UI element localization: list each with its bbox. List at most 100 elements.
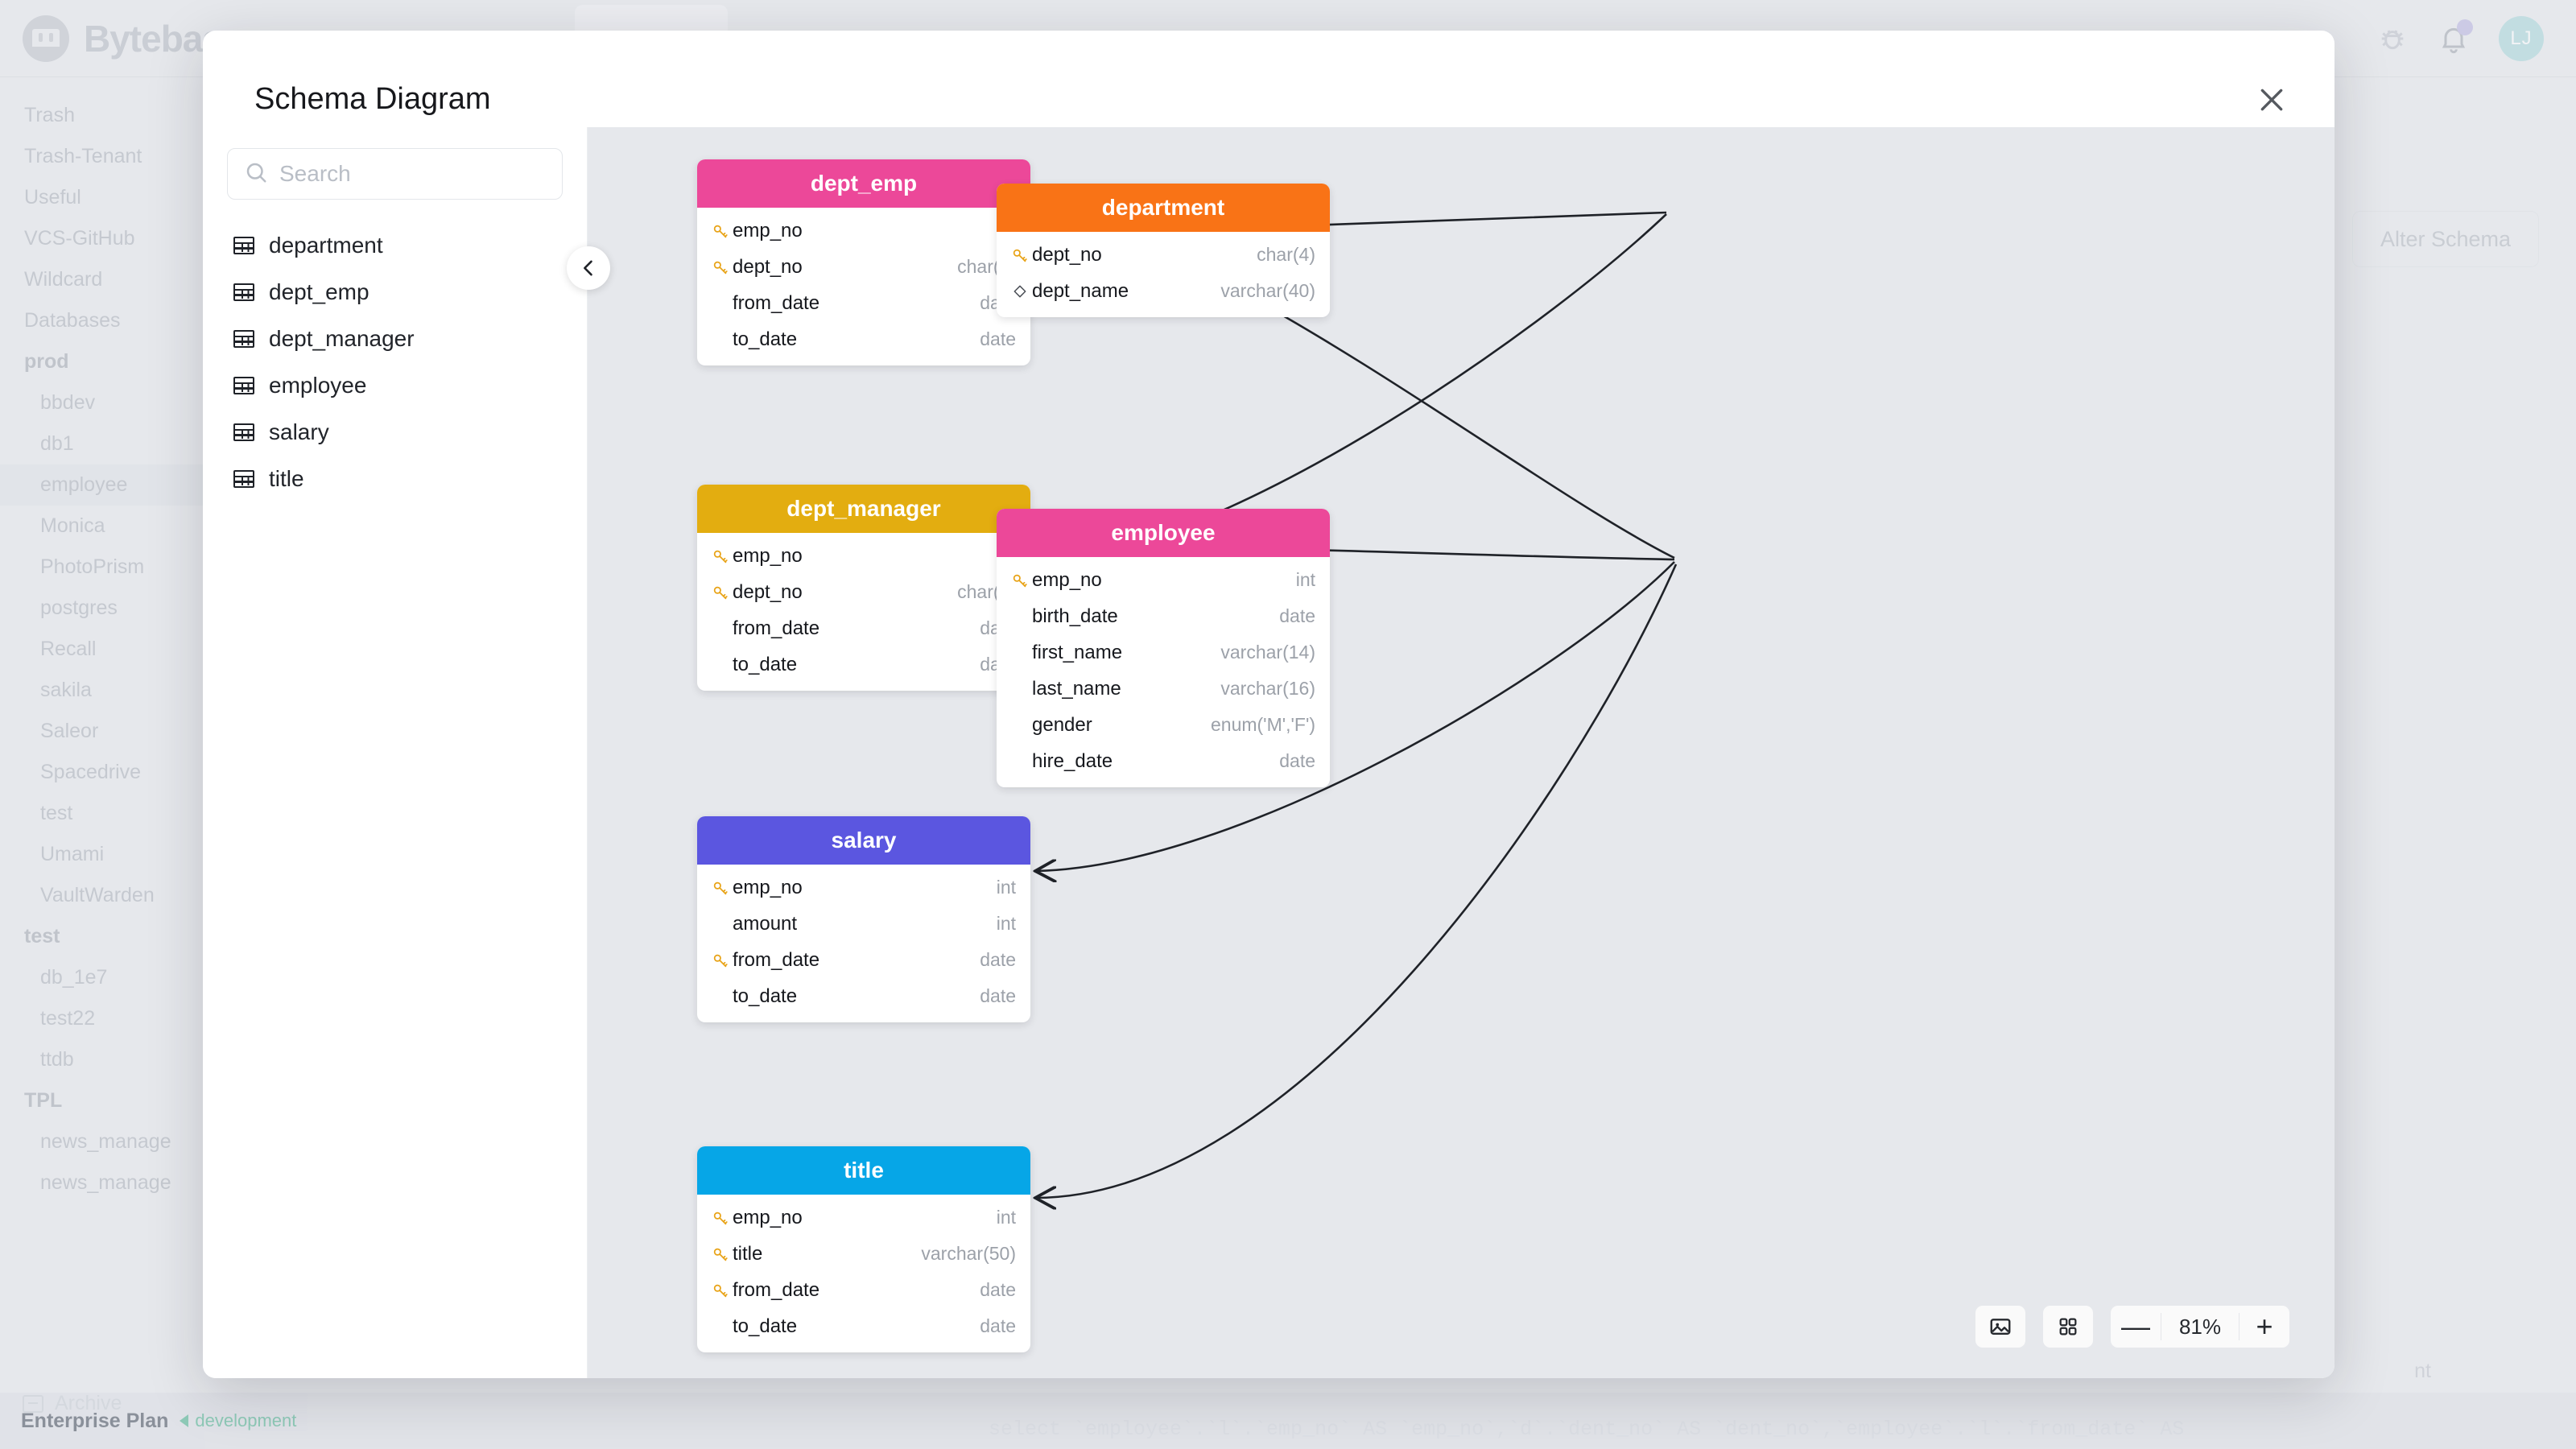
- mode-label: development: [195, 1410, 297, 1430]
- search-input[interactable]: [279, 161, 546, 187]
- plan-label: Enterprise Plan: [21, 1409, 169, 1432]
- sidebar-item-test22[interactable]: test22: [40, 1007, 96, 1030]
- table-list-item-employee[interactable]: employee: [227, 362, 563, 409]
- sidebar-item-photoprism[interactable]: PhotoPrism: [40, 555, 145, 578]
- bell-icon[interactable]: [2438, 19, 2473, 55]
- bug-icon[interactable]: [2376, 23, 2409, 55]
- table-list-item-department[interactable]: department: [227, 222, 563, 269]
- sidebar-item-test[interactable]: test: [24, 925, 60, 947]
- sidebar-item-test[interactable]: test: [40, 802, 73, 824]
- sidebar-item-employee[interactable]: employee: [0, 464, 208, 506]
- sidebar-item-spacedrive[interactable]: Spacedrive: [40, 761, 142, 783]
- table-list-item-label: title: [269, 466, 304, 491]
- column-type: date: [1279, 750, 1315, 771]
- table-list-item-label: department: [269, 233, 383, 258]
- key-icon: [708, 1245, 733, 1263]
- collapse-sidebar-button[interactable]: [567, 246, 610, 290]
- sidebar-item-umami[interactable]: Umami: [40, 843, 105, 865]
- table-node-dept_emp[interactable]: dept_empemp_nointdept_nochar(4)from_date…: [697, 159, 1030, 365]
- column-name: emp_no: [1032, 568, 1102, 591]
- sidebar-item-useful[interactable]: Useful: [24, 186, 81, 208]
- table-node-title: title: [697, 1146, 1030, 1195]
- sidebar-item-sakila[interactable]: sakila: [40, 679, 92, 701]
- table-list-item-dept_manager[interactable]: dept_manager: [227, 316, 563, 362]
- table-list-item-title[interactable]: title: [227, 456, 563, 502]
- zoom-level: 81%: [2178, 1314, 2222, 1339]
- key-icon: [708, 258, 733, 276]
- sidebar-item-ttdb[interactable]: ttdb: [40, 1048, 74, 1071]
- sidebar-item-tpl[interactable]: TPL: [24, 1089, 63, 1112]
- sidebar-item-recall[interactable]: Recall: [40, 638, 97, 660]
- avatar[interactable]: LJ: [2499, 15, 2544, 61]
- column-row[interactable]: from_date date: [697, 1272, 1030, 1308]
- zoom-control: — 81% +: [2111, 1306, 2289, 1348]
- sidebar-item-vcs-github[interactable]: VCS-GitHub: [24, 227, 135, 250]
- sidebar-item-saleor[interactable]: Saleor: [40, 720, 99, 742]
- sidebar-item-bbdev[interactable]: bbdev: [40, 391, 96, 414]
- zoom-out-button[interactable]: —: [2121, 1310, 2150, 1343]
- column-type: varchar(40): [1220, 280, 1315, 301]
- sidebar-item-db1[interactable]: db1: [40, 432, 74, 455]
- alter-schema-button[interactable]: Alter Schema: [2352, 211, 2539, 267]
- table-icon: [233, 470, 254, 488]
- status-bar: Enterprise Plan development: [0, 1393, 2576, 1449]
- column-type: date: [980, 1279, 1016, 1300]
- sidebar-item-db-1e7[interactable]: db_1e7: [40, 966, 108, 989]
- sidebar-item-news-manage[interactable]: news_manage: [40, 1130, 171, 1153]
- sidebar-item-databases[interactable]: Databases: [24, 309, 121, 332]
- diagram-canvas[interactable]: dept_empemp_nointdept_nochar(4)from_date…: [588, 127, 2334, 1378]
- sidebar-item-news-manage[interactable]: news_manage: [40, 1171, 171, 1194]
- zoom-in-button[interactable]: +: [2256, 1310, 2273, 1343]
- sidebar-item-prod[interactable]: prod: [24, 350, 69, 373]
- column-name: from_date: [733, 1278, 820, 1301]
- sidebar-item-trash-tenant[interactable]: Trash-Tenant: [24, 145, 142, 167]
- grid-icon[interactable]: [2043, 1306, 2093, 1348]
- sidebar-item-trash[interactable]: Trash: [24, 104, 75, 126]
- background-comment-text: nt: [2414, 1360, 2431, 1382]
- column-name: title: [733, 1242, 763, 1265]
- image-icon[interactable]: [1975, 1306, 2025, 1348]
- page-title: Schema Diagram: [254, 82, 491, 116]
- sidebar-item-postgres[interactable]: postgres: [40, 597, 118, 619]
- sidebar-item-wildcard[interactable]: Wildcard: [24, 268, 103, 291]
- column-type: enum('M','F'): [1210, 714, 1315, 735]
- column-type: varchar(50): [921, 1243, 1016, 1264]
- column-row[interactable]: title varchar(50): [697, 1236, 1030, 1272]
- table-node-dept_manager[interactable]: dept_manageremp_nointdept_nochar(4)from_…: [697, 485, 1030, 691]
- column-type: int: [996, 877, 1016, 898]
- close-icon[interactable]: [2249, 77, 2294, 122]
- table-list-item-dept_emp[interactable]: dept_emp: [227, 269, 563, 316]
- sidebar-item-monica[interactable]: Monica: [40, 514, 105, 537]
- sidebar-item-vaultwarden[interactable]: VaultWarden: [40, 884, 155, 906]
- key-icon: [708, 547, 733, 565]
- table-list-item-salary[interactable]: salary: [227, 409, 563, 456]
- search-box[interactable]: [227, 148, 563, 200]
- column-name: from_date: [733, 291, 820, 314]
